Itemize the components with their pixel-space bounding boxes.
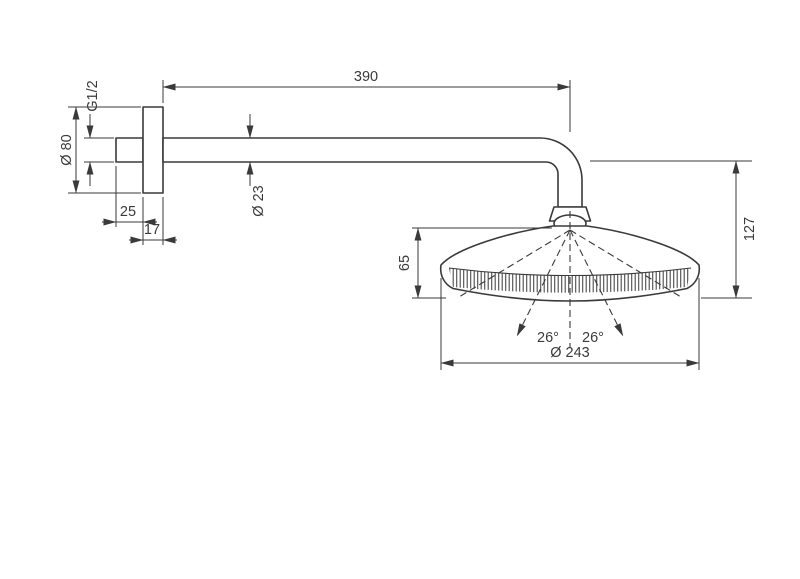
spray-line-inner-right [569, 229, 624, 337]
dim-escutcheon-diameter: Ø 80 [59, 106, 141, 194]
dim-escutcheon-depth: 17 [129, 197, 177, 245]
dim-label-head-diameter: Ø 243 [550, 345, 590, 361]
dim-head-height: 65 [397, 227, 552, 299]
dim-drop-height: 127 [590, 160, 758, 299]
dim-label-connection-thread: G1/2 [85, 80, 101, 111]
dim-label-spray-angle-right: 26° [582, 330, 604, 346]
spray-face-rim-line [448, 267, 692, 277]
dim-arm-length: 390 [162, 69, 571, 132]
dim-label-spray-angle-left: 26° [537, 330, 559, 346]
spray-line-inner-left [516, 229, 571, 337]
dim-label-head-height: 65 [397, 255, 413, 271]
connection-stub [115, 137, 144, 163]
dim-label-wall-offset: 25 [120, 204, 136, 220]
spray-pattern: 26° 26° [458, 211, 682, 347]
dim-arm-diameter: Ø 23 [246, 114, 267, 217]
dim-head-diameter: Ø 243 [440, 278, 700, 370]
wall-escutcheon [142, 106, 164, 194]
dim-label-arm-diameter: Ø 23 [251, 185, 267, 216]
dim-connection-thread: G1/2 [84, 80, 114, 186]
dim-label-drop-height: 127 [742, 217, 758, 241]
dim-label-escutcheon-diameter: Ø 80 [59, 134, 75, 165]
dim-label-escutcheon-depth: 17 [144, 222, 160, 238]
dim-label-arm-length: 390 [354, 69, 378, 85]
shower-arm [162, 137, 583, 208]
